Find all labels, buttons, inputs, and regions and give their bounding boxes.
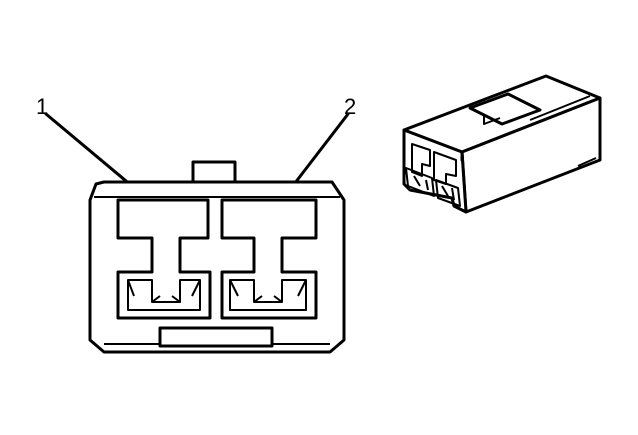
iso-cavity-1	[411, 143, 431, 177]
iso-lower-cavity-1	[405, 167, 435, 197]
iso-lower-cavity-2	[435, 179, 461, 207]
iso-top-ridge	[468, 92, 542, 126]
connector-front-view	[88, 160, 346, 354]
cavity-2-inner	[229, 279, 307, 311]
callout-label-2: 2	[344, 94, 356, 119]
connector-isometric-view	[402, 74, 602, 214]
terminal-cavity-1	[116, 198, 212, 320]
cavity-1-outline	[116, 198, 212, 320]
bottom-key-slot	[158, 326, 274, 348]
iso-cavity-2	[433, 151, 457, 185]
terminal-cavity-2	[220, 198, 318, 320]
cavity-2-outline	[220, 198, 318, 320]
cavity-1-inner	[127, 279, 201, 311]
